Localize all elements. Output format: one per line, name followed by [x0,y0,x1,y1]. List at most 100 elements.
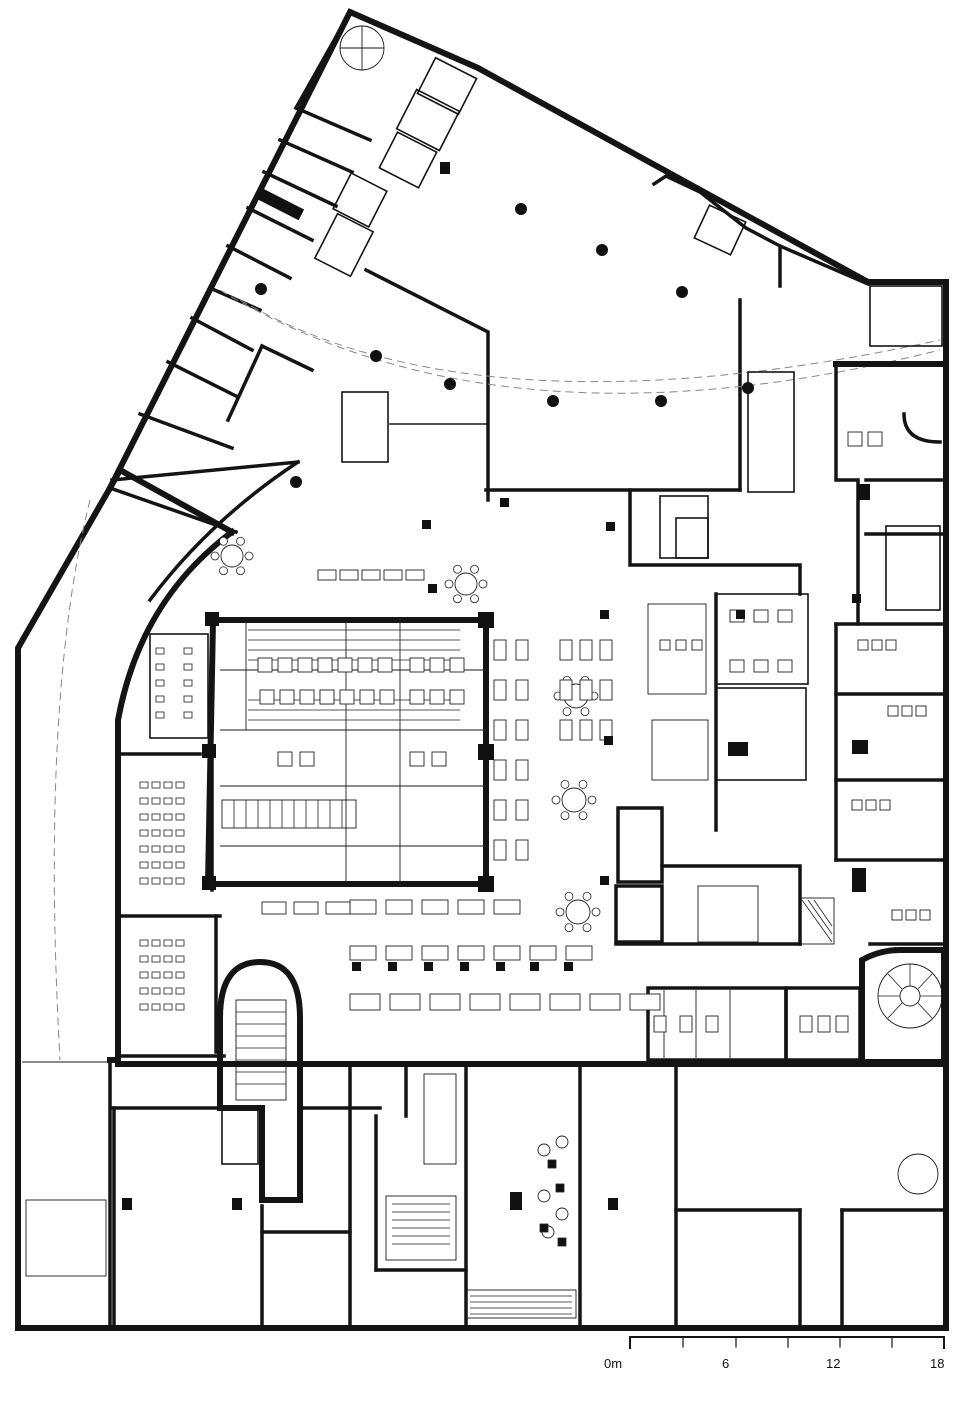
central-hall [202,612,494,892]
table [515,759,529,781]
table [299,751,315,767]
column [852,594,861,603]
chair [551,795,561,805]
table [777,659,793,673]
seat [175,797,185,805]
table [259,689,275,705]
table [405,569,425,581]
table [915,705,927,717]
seat [151,955,161,963]
table [349,945,377,961]
roof-lattice [248,629,460,721]
table [429,689,445,705]
table [421,899,449,915]
chair [582,892,592,901]
column [422,520,431,529]
table [579,719,593,741]
table [559,639,573,661]
scale-label-18: 18 [930,1356,944,1371]
seat [183,679,193,687]
seat [175,1003,185,1011]
seat [151,797,161,805]
chair [219,536,228,546]
table [901,705,913,717]
table [579,639,593,661]
northwest-wing [107,9,478,535]
table [599,639,613,661]
seat [155,695,165,703]
chair [470,564,479,574]
table [359,689,375,705]
seat [175,939,185,947]
seat [163,861,173,869]
seat [151,829,161,837]
table [919,909,931,921]
column [736,610,745,619]
seat [163,987,173,995]
round-table [565,899,591,925]
seat [139,939,149,947]
table [389,993,421,1011]
table [857,639,869,651]
seat [163,971,173,979]
table [879,799,891,811]
table [493,945,521,961]
scale-label-6: 6 [722,1356,729,1371]
column [500,498,509,507]
table [449,689,465,705]
table [421,945,449,961]
table [867,431,883,447]
west-rooms [116,633,226,1058]
seat [163,955,173,963]
seat [183,647,193,655]
table [349,993,381,1011]
table [835,1015,849,1033]
table [339,689,355,705]
column [606,522,615,531]
seat [151,939,161,947]
seat [163,845,173,853]
column [388,962,397,971]
chair [236,566,245,576]
chair [219,566,228,576]
seat [151,861,161,869]
chair [236,536,245,546]
column [460,962,469,971]
table [293,901,319,915]
table [317,569,337,581]
table [299,689,315,705]
table [379,689,395,705]
seat [151,971,161,979]
seat [175,813,185,821]
table [325,901,351,915]
table [885,639,897,651]
seat [163,813,173,821]
table [383,569,403,581]
seat [163,781,173,789]
table [493,639,507,661]
table [429,993,461,1011]
seat [163,797,173,805]
table [515,719,529,741]
chair [470,594,479,604]
east-spiral-stair [859,947,947,1065]
seat [155,711,165,719]
table [279,689,295,705]
seat [163,829,173,837]
seat [139,861,149,869]
chair [560,780,570,789]
table [493,719,507,741]
table [429,657,445,673]
seat [183,695,193,703]
table [257,657,273,673]
table [599,679,613,701]
scale-label-0: 0m [604,1356,622,1371]
table [515,839,529,861]
table [377,657,393,673]
south-band [25,1061,949,1330]
seat [175,987,185,995]
seat [139,813,149,821]
table [675,639,687,651]
table [865,799,877,811]
seat [175,955,185,963]
